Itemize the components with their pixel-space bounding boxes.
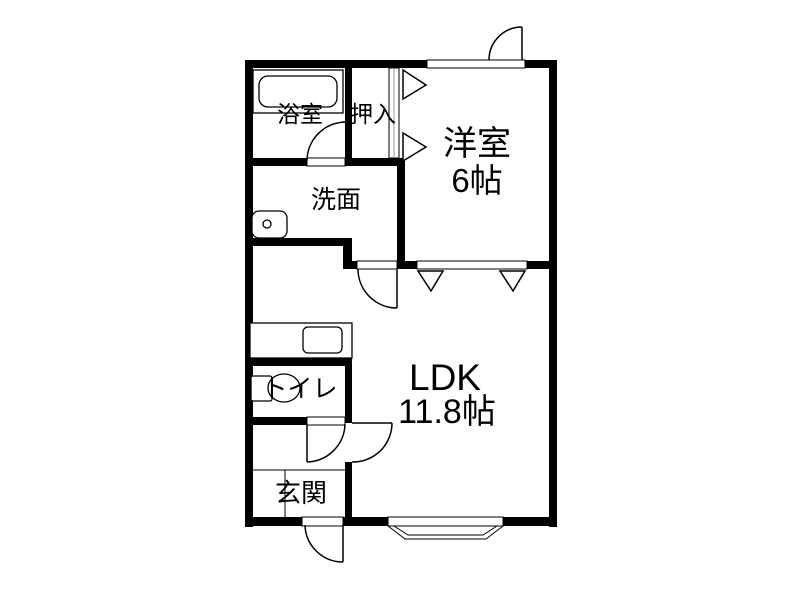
walls [245, 60, 557, 527]
doors [304, 26, 527, 563]
bay-window-band [387, 516, 504, 527]
washroom-label: 洗面 [311, 186, 361, 214]
wall-outer-bottom-right-segment [503, 517, 557, 526]
bathtub-inner-icon [258, 75, 338, 108]
western-ldk-sliding-opening [416, 260, 528, 270]
wall-outer-right [549, 60, 557, 527]
wall-entrance-right [345, 462, 352, 517]
toilet-label: トイレ [262, 375, 337, 403]
closet-label: 押入 [350, 101, 396, 127]
wall-outer-bottom-left-segment [245, 517, 302, 526]
toilet-bowl-icon [267, 373, 301, 403]
wall-outer-left [245, 60, 253, 527]
washroom-doorway [356, 260, 398, 270]
bathroom-doorway [306, 157, 346, 167]
wall-western-room-left [397, 166, 405, 269]
bay-window-inner-line [393, 525, 498, 536]
washroom-door-arc [357, 268, 398, 309]
ldk-label: LDK [409, 357, 481, 398]
wall-closet-bottom [345, 158, 405, 166]
wall-toilet-right [345, 358, 352, 423]
wall-western-ldk-left-stub [397, 261, 417, 269]
ldk-hall-door-arc [351, 422, 393, 463]
wall-bathroom-closet-divider [345, 68, 352, 158]
entrance-doorway [301, 516, 344, 527]
fixtures [249, 69, 353, 517]
closet-door-triangle-bottom [402, 131, 428, 163]
toilet-doorway [306, 416, 346, 426]
wall-washroom-step-vertical [343, 238, 352, 269]
entrance-door-arc [304, 524, 344, 563]
kitchen-sink-icon [302, 326, 343, 354]
western-room-exterior-door-arc [488, 26, 523, 61]
bay-window-outline [387, 525, 504, 540]
entrance-label: 玄関 [275, 478, 327, 508]
western-ldk-triangle-left [416, 270, 445, 293]
wall-outer-top-left-segment [245, 60, 427, 68]
wall-bathroom-bottom [253, 158, 307, 166]
bathroom-label: 浴室 [277, 101, 323, 127]
wall-toilet-bottom [245, 417, 307, 425]
entrance-step-lines [253, 469, 345, 517]
room-labels: 浴室 押入 洋室 6帖 洗面 トイレ LDK 11.8帖 玄関 [262, 101, 511, 508]
western-room-top-window [426, 59, 526, 69]
ldk-size: 11.8帖 [398, 393, 496, 431]
western-room-size: 6帖 [451, 162, 502, 199]
western-ldk-triangle-right [498, 270, 527, 293]
wall-toilet-top [245, 358, 352, 366]
wall-outer-bottom-middle-segment [343, 517, 388, 526]
toilet-door-arc [306, 423, 346, 463]
wall-washroom-step-stub [352, 261, 357, 269]
bathroom-door-arc [306, 121, 347, 162]
wall-western-ldk-right-stub [527, 261, 549, 269]
openings [301, 59, 528, 540]
western-room-label: 洋室 [443, 125, 511, 163]
washbasin-drain-icon [262, 219, 272, 229]
closet-door-triangle-top [402, 68, 428, 101]
wall-washroom-bottom [245, 238, 352, 246]
wall-outer-top-right-segment [525, 60, 557, 68]
